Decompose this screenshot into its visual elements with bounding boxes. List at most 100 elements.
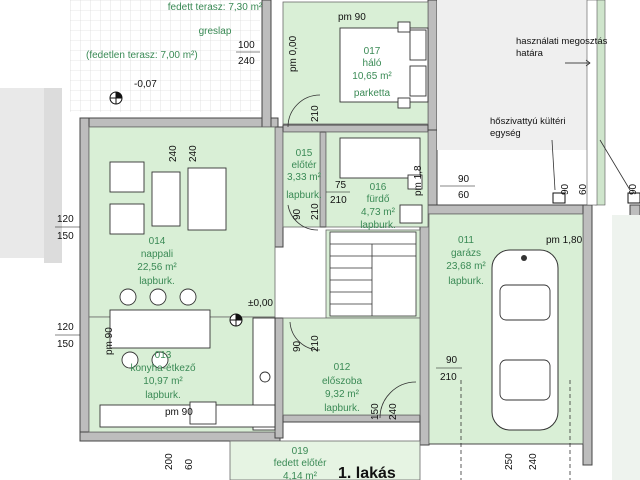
r016-floor: lapburk. bbox=[360, 220, 396, 231]
label-015: 015 előtér 3,33 m² lapburk. bbox=[286, 148, 322, 201]
entry-wall-bottom bbox=[282, 414, 421, 423]
dim-210-a: 210 bbox=[310, 105, 321, 122]
dim-120-b: 120 bbox=[57, 322, 74, 333]
wall-garage-left bbox=[419, 204, 430, 446]
dim-level-neg007: -0,07 bbox=[134, 79, 157, 90]
terrace-open-label: (fedetlen terasz: 7,00 m²) bbox=[86, 50, 198, 61]
car bbox=[491, 249, 559, 431]
r011-name: garázs bbox=[451, 248, 481, 259]
label-013: 013 konyha-étkező 10,97 m² lapburk. bbox=[130, 350, 195, 401]
r017-floor: parketta bbox=[354, 88, 391, 99]
sofa bbox=[187, 167, 227, 231]
r017-area: 10,65 m² bbox=[352, 71, 392, 82]
r016-area: 4,73 m² bbox=[361, 207, 396, 218]
r019-area: 4,14 m² bbox=[283, 471, 318, 480]
label-014: 014 nappali 22,56 m² lapburk. bbox=[137, 236, 177, 287]
dim-240-c: 240 bbox=[188, 145, 199, 162]
wall-bedroom-bottom bbox=[282, 124, 429, 133]
dim-pm90-kitchen: pm 90 bbox=[165, 407, 193, 418]
dim-90-b: 90 bbox=[292, 340, 303, 352]
toilet bbox=[407, 174, 423, 190]
dim-150-c: 150 bbox=[370, 403, 381, 420]
kitchen-counter-bottom bbox=[99, 404, 276, 428]
r016-name: fürdő bbox=[367, 194, 390, 205]
dim-150-b: 150 bbox=[57, 339, 74, 350]
dim-240-a: 240 bbox=[238, 56, 255, 67]
dim-210-c: 210 bbox=[310, 203, 321, 220]
dining-table bbox=[109, 309, 211, 349]
r011-floor: lapburk. bbox=[448, 276, 484, 287]
r012-num: 012 bbox=[334, 362, 351, 373]
staircase bbox=[329, 231, 417, 317]
dim-90-c: 90 bbox=[446, 355, 458, 366]
r015-area: 3,33 m² bbox=[287, 172, 322, 183]
bedroom-wall-left bbox=[261, 0, 272, 128]
neighbor-wall-left bbox=[44, 88, 62, 263]
dim-150-a: 150 bbox=[57, 231, 74, 242]
dim-90-f: 90 bbox=[628, 183, 639, 195]
door-015 bbox=[287, 204, 319, 231]
door-entry bbox=[379, 381, 417, 419]
bed-pillow-1 bbox=[409, 29, 427, 61]
dim-60-c: 60 bbox=[578, 183, 589, 195]
armchair-2 bbox=[109, 203, 145, 235]
dim-pm180: pm 1,80 bbox=[546, 235, 583, 246]
chair-5 bbox=[151, 351, 169, 369]
chair-1 bbox=[119, 288, 137, 306]
chair-3 bbox=[179, 288, 197, 306]
dim-210-d: 210 bbox=[310, 335, 321, 352]
dim-100: 100 bbox=[238, 40, 255, 51]
heat-pump-unit bbox=[552, 192, 566, 204]
r011-num: 011 bbox=[458, 235, 474, 246]
dim-210-e: 210 bbox=[440, 372, 457, 383]
label-016: 016 fürdő 4,73 m² lapburk. bbox=[360, 182, 396, 231]
neighbor-garage bbox=[612, 215, 640, 480]
dim-90-e: 90 bbox=[560, 183, 571, 195]
r016-num: 016 bbox=[370, 182, 387, 193]
dim-240-d: 240 bbox=[388, 403, 399, 420]
dim-pm90-top: pm 90 bbox=[338, 12, 366, 23]
coffee-table bbox=[151, 171, 181, 227]
terrace-label-1: fedett terasz: 7,30 m² bbox=[168, 2, 263, 13]
dim-250: 250 bbox=[504, 453, 515, 470]
r013-floor: lapburk. bbox=[145, 390, 181, 401]
note-property-line: használati megosztás határa bbox=[516, 36, 610, 59]
note-heat-pump: hőszivattyú kültéri egység bbox=[490, 116, 568, 139]
r013-area: 10,97 m² bbox=[143, 376, 183, 387]
armchair-1 bbox=[109, 161, 145, 193]
wall-vertical-mid2 bbox=[274, 317, 284, 439]
room-porch-019 bbox=[229, 440, 421, 480]
terrace-area bbox=[70, 0, 260, 112]
bed-pillow-2 bbox=[409, 65, 427, 97]
level-marker-terrace bbox=[109, 91, 123, 105]
door-bedroom bbox=[287, 94, 321, 128]
r015-num: 015 bbox=[296, 148, 313, 159]
chair-4 bbox=[121, 351, 139, 369]
dim-pm90-left: pm 90 bbox=[104, 327, 115, 355]
terrace-label-2: greslap bbox=[199, 26, 232, 37]
wall-right-neighbor bbox=[582, 204, 593, 466]
outer-wall-bottom bbox=[79, 431, 281, 442]
bath-sink bbox=[399, 204, 423, 224]
r015-name: előtér bbox=[291, 160, 317, 171]
dim-120-a: 120 bbox=[57, 214, 74, 225]
plan-title: 1. lakás bbox=[338, 465, 396, 480]
dim-pm18-bath: pm 1,8 bbox=[413, 165, 424, 196]
r012-name: előszoba bbox=[322, 376, 362, 387]
label-012: 012 előszoba 9,32 m² lapburk. bbox=[322, 362, 362, 414]
bath-wall-right bbox=[427, 129, 438, 211]
r017-num: 017 bbox=[364, 46, 381, 57]
door-012 bbox=[289, 321, 321, 351]
chair-2 bbox=[149, 288, 167, 306]
dim-90-d: 90 bbox=[458, 174, 470, 185]
wall-garage-top bbox=[427, 204, 584, 215]
r014-area: 22,56 m² bbox=[137, 262, 177, 273]
r014-name: nappali bbox=[141, 249, 173, 260]
r017-name: háló bbox=[363, 58, 382, 69]
neighbor-wall bbox=[586, 0, 598, 206]
nightstand-2 bbox=[397, 97, 411, 109]
dim-level-000: ±0,00 bbox=[248, 298, 273, 309]
r015-floor: lapburk. bbox=[286, 190, 322, 201]
r014-floor: lapburk. bbox=[139, 276, 175, 287]
